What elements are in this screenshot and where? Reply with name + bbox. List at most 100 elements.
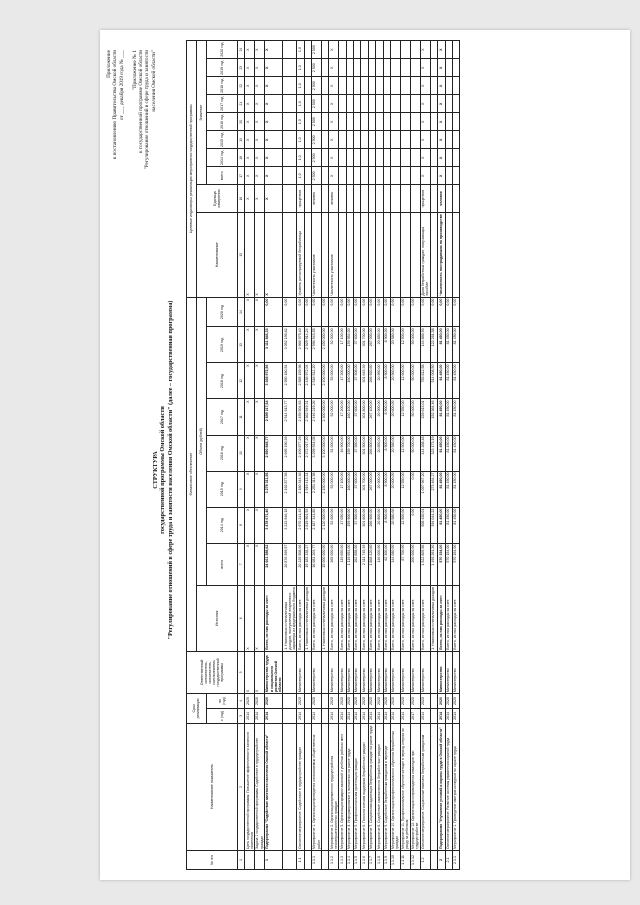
row-amount: 20 900,00 bbox=[375, 398, 384, 436]
row-executor: Министерство bbox=[452, 651, 460, 694]
row-executor bbox=[321, 651, 329, 694]
row-amount: 20 800,00 bbox=[375, 507, 384, 544]
row-source: Всего, из них расходы за счет: bbox=[375, 585, 384, 652]
row-indicator-value bbox=[368, 112, 376, 131]
row-from bbox=[304, 708, 312, 724]
row-amount: X bbox=[254, 398, 265, 436]
row-from: 2017 bbox=[410, 708, 421, 724]
row-source: Всего, из них расходы за счет: bbox=[383, 585, 391, 652]
row-indicator-value bbox=[338, 94, 347, 113]
row-amount: X bbox=[244, 471, 255, 508]
row-to bbox=[430, 693, 438, 709]
head-amounts: Объем (рублей) bbox=[196, 297, 207, 586]
column-number: 12 bbox=[237, 362, 245, 399]
column-number: 11 bbox=[237, 398, 245, 436]
row-indicator-value bbox=[304, 94, 312, 113]
row-amount: 81 450,00 bbox=[445, 471, 453, 508]
row-indicator-value bbox=[346, 58, 354, 77]
row-indicator: Численность участников bbox=[311, 212, 322, 298]
row-indicator-value: 1,0 bbox=[296, 58, 305, 77]
row-indicator-value: 2 500 bbox=[311, 58, 322, 77]
row-indicator-value bbox=[338, 130, 347, 149]
row-source: Всего, из них расходы за счет: bbox=[328, 585, 339, 652]
head-term: Срок реализации bbox=[186, 693, 207, 724]
row-amount: 12 550,00 bbox=[400, 398, 411, 436]
row-indicator-value bbox=[430, 58, 438, 77]
row-indicator-value bbox=[375, 166, 384, 185]
title-line-2: государственной программы Омской области bbox=[159, 406, 167, 534]
row-amount: 50 000,00 bbox=[410, 326, 421, 363]
row-amount: 17 050,00 bbox=[338, 507, 347, 544]
row-indicator-value: X bbox=[264, 40, 283, 59]
row-indicator-value bbox=[430, 40, 438, 59]
row-unit bbox=[346, 184, 354, 213]
row-indicator-value bbox=[321, 166, 329, 185]
row-amount: 16 081 203,77 bbox=[311, 543, 322, 586]
row-indicator bbox=[452, 212, 460, 298]
row-indicator-value bbox=[390, 40, 401, 59]
row-indicator-value: X bbox=[264, 166, 283, 185]
row-indicator bbox=[282, 212, 297, 298]
row-amount: X bbox=[254, 471, 265, 508]
column-number: 7 bbox=[237, 543, 245, 586]
row-indicator-value bbox=[445, 76, 453, 95]
row-name: Мероприятие 1. Организация проведения оп… bbox=[311, 723, 322, 851]
row-amount: 394 044,22 bbox=[430, 507, 438, 544]
column-number: 3 bbox=[237, 708, 245, 724]
row-amount: 508 430,01 bbox=[420, 507, 431, 544]
row-indicator-value: X bbox=[420, 76, 431, 95]
row-amount: 0,00 bbox=[328, 297, 339, 327]
row-from: 2014 bbox=[360, 708, 369, 724]
row-source: Всего, из них расходы за счет: bbox=[346, 585, 354, 652]
row-executor: Министерство bbox=[437, 651, 446, 694]
row-to: 2020 bbox=[445, 693, 453, 709]
column-number: 13 bbox=[237, 326, 245, 363]
row-amount: 200 000,00 bbox=[410, 543, 421, 586]
row-indicator-value bbox=[383, 112, 391, 131]
row-amount: 20 850,00 bbox=[375, 326, 384, 363]
row-indicator-value: 2 500 bbox=[311, 76, 322, 95]
row-amount: 146 000,00 bbox=[375, 543, 384, 586]
row-indicator-value bbox=[368, 40, 376, 59]
row-amount: 365 000,00 bbox=[328, 543, 339, 586]
row-indicator-value: X bbox=[328, 130, 339, 149]
row-indicator-value: X bbox=[244, 112, 255, 131]
row-unit bbox=[368, 184, 376, 213]
row-indicator-value bbox=[368, 166, 376, 185]
row-to: 2020 bbox=[437, 693, 446, 709]
row-indicator-value: X bbox=[328, 94, 339, 113]
row-indicator-value: X bbox=[264, 148, 283, 167]
row-to: 2020 bbox=[375, 693, 384, 709]
head-year: 2015 год bbox=[206, 471, 238, 508]
row-amount: 301 800,00 bbox=[360, 398, 369, 436]
row-amount: 12 550,00 bbox=[400, 471, 411, 508]
row-amount: 0,00 bbox=[390, 297, 401, 327]
row-amount: 262 858,00 bbox=[353, 543, 361, 586]
row-indicator-value bbox=[282, 112, 297, 131]
row-name: Мероприятие 7. Социальная адаптация безр… bbox=[368, 723, 376, 851]
row-unit bbox=[383, 184, 391, 213]
column-number: 9 bbox=[237, 471, 245, 508]
row-indicator-value bbox=[400, 40, 411, 59]
row-unit: человек bbox=[311, 184, 322, 213]
row-indicator-value bbox=[410, 58, 421, 77]
row-indicator-value bbox=[360, 166, 369, 185]
row-amount: 1 493 261,30 bbox=[430, 543, 438, 586]
row-amount: 0,00 bbox=[296, 297, 305, 327]
row-executor: Министерство bbox=[296, 651, 305, 694]
column-number: 2 bbox=[237, 723, 245, 851]
row-from: 2014 bbox=[375, 708, 384, 724]
row-indicator-value bbox=[445, 40, 453, 59]
column-number: 18 bbox=[237, 148, 245, 167]
row-amount: X bbox=[254, 326, 265, 363]
row-amount: 20 580,00 bbox=[390, 507, 401, 544]
row-indicator bbox=[430, 212, 438, 298]
row-unit: процентов bbox=[296, 184, 305, 213]
row-indicator-value: X bbox=[328, 76, 339, 95]
row-unit: человек bbox=[328, 184, 339, 213]
row-indicator-value bbox=[383, 130, 391, 149]
